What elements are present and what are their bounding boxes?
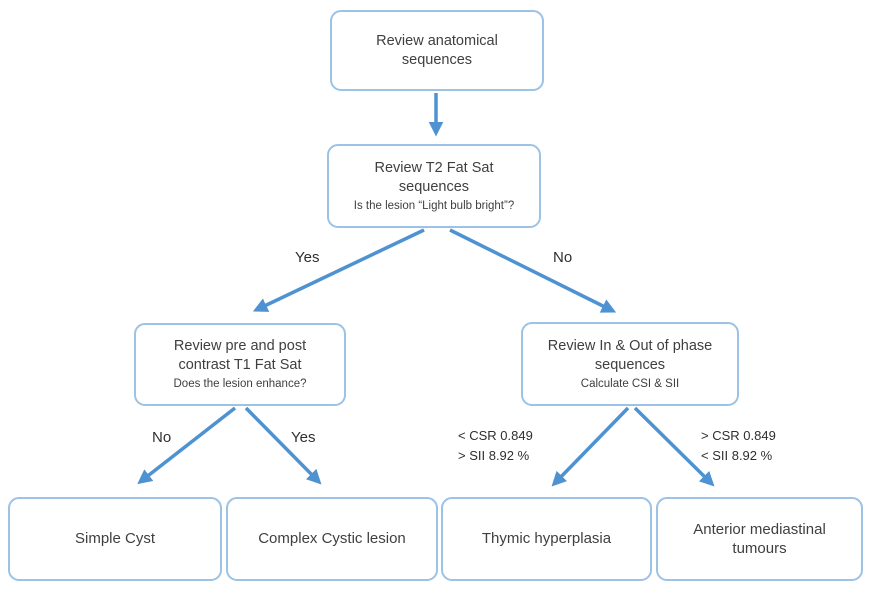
node-label: Simple Cyst (74, 530, 156, 548)
node-label: Review pre and post contrast T1 Fat Sat (173, 338, 307, 374)
edge-label-inout-anterior-thresholds: > CSR 0.849 < SII 8.92 % (701, 426, 776, 466)
node-review-t2-fat-sat: Review T2 Fat Sat sequences Is the lesio… (327, 144, 541, 228)
edge-label-t1-no: No (152, 429, 172, 446)
node-label: Review In & Out of phase sequences (547, 337, 713, 373)
edge-label-t1-yes: Yes (291, 429, 316, 446)
node-review-anatomical-sequences: Review anatomical sequences (330, 10, 544, 91)
edge-label-t2-yes: Yes (295, 249, 320, 266)
threshold-line: < SII 8.92 % (701, 448, 773, 464)
node-review-pre-post-contrast-t1: Review pre and post contrast T1 Fat Sat … (134, 323, 346, 406)
node-sublabel: Is the lesion “Light bulb bright”? (353, 199, 515, 212)
node-complex-cystic-lesion: Complex Cystic lesion (226, 497, 438, 581)
node-sublabel: Calculate CSI & SII (580, 377, 680, 390)
arrow-inout-to-thymic (551, 406, 630, 487)
node-label: Review anatomical sequences (376, 32, 498, 68)
arrow-t2-no-to-inout (449, 228, 617, 313)
node-anterior-mediastinal-tumours: Anterior mediastinal tumours (656, 497, 863, 581)
threshold-line: > SII 8.92 % (458, 448, 530, 464)
edge-label-t2-no: No (553, 249, 573, 266)
node-label: Anterior mediastinal tumours (693, 520, 826, 558)
node-simple-cyst: Simple Cyst (8, 497, 222, 581)
arrow-t2-yes-to-t1 (252, 228, 425, 312)
node-review-in-out-phase: Review In & Out of phase sequences Calcu… (521, 322, 739, 406)
node-thymic-hyperplasia: Thymic hyperplasia (441, 497, 652, 581)
threshold-line: > CSR 0.849 (701, 428, 776, 443)
node-sublabel: Does the lesion enhance? (173, 378, 307, 391)
edge-label-inout-thymic-thresholds: < CSR 0.849 > SII 8.92 % (458, 426, 533, 466)
threshold-line: < CSR 0.849 (458, 428, 533, 443)
node-label: Review T2 Fat Sat sequences (374, 159, 494, 195)
node-label: Thymic hyperplasia (481, 530, 612, 548)
node-label: Complex Cystic lesion (258, 530, 406, 548)
